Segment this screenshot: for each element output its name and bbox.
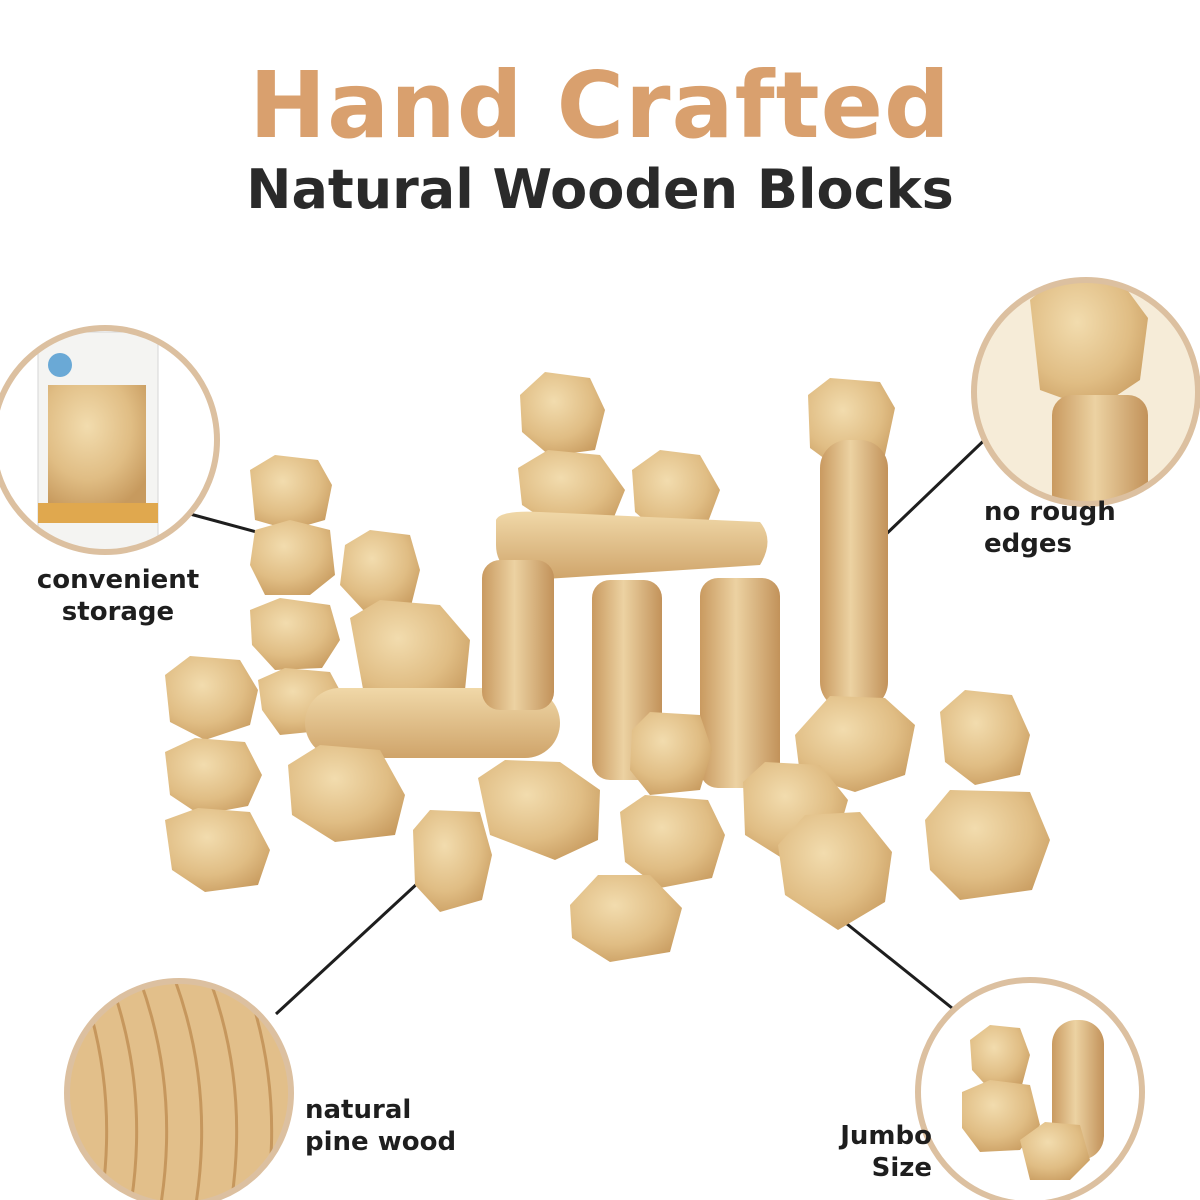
curved-plank-block (496, 511, 768, 580)
stone-block (630, 712, 712, 795)
stone-block (518, 450, 625, 530)
jumbo-circle (915, 977, 1145, 1200)
headline-subtitle: Natural Wooden Blocks (246, 158, 954, 221)
stone-block (340, 530, 420, 612)
pillar-block (700, 578, 780, 788)
stone-block (632, 450, 720, 538)
jumbo-label: Jumbo Size (840, 1121, 932, 1183)
storage-circle (0, 325, 220, 555)
stone-block (570, 875, 682, 962)
pine-circle (64, 978, 294, 1200)
pine-connector-line (274, 868, 434, 1016)
stone-block (413, 810, 492, 912)
stone-block (940, 690, 1030, 785)
stone-block (165, 808, 270, 892)
stone-block (620, 795, 725, 888)
storage-label: convenient storage (36, 565, 200, 627)
tall-pillar-block (820, 440, 888, 710)
edges-circle (971, 277, 1200, 507)
pine-label: natural pine wood (305, 1095, 457, 1157)
stone-block (250, 455, 332, 530)
jumbo-connector-line (841, 918, 963, 1018)
stone-block (778, 812, 892, 930)
stone-block (520, 372, 605, 456)
stone-block (795, 696, 915, 792)
stone-block (925, 790, 1050, 900)
stone-block (165, 656, 258, 740)
headline-title: Hand Crafted (249, 52, 951, 159)
edges-connector-line (878, 426, 999, 542)
stone-block (250, 598, 340, 670)
callout-lines (189, 426, 999, 1018)
stone-block (478, 760, 600, 860)
stone-block (165, 738, 262, 815)
stone-block (250, 520, 335, 595)
wooden-blocks-group (165, 372, 1050, 962)
stone-block (350, 600, 470, 710)
edges-label: no rough edges (984, 497, 1116, 559)
stone-block (288, 745, 405, 842)
pillar-block (482, 560, 554, 710)
